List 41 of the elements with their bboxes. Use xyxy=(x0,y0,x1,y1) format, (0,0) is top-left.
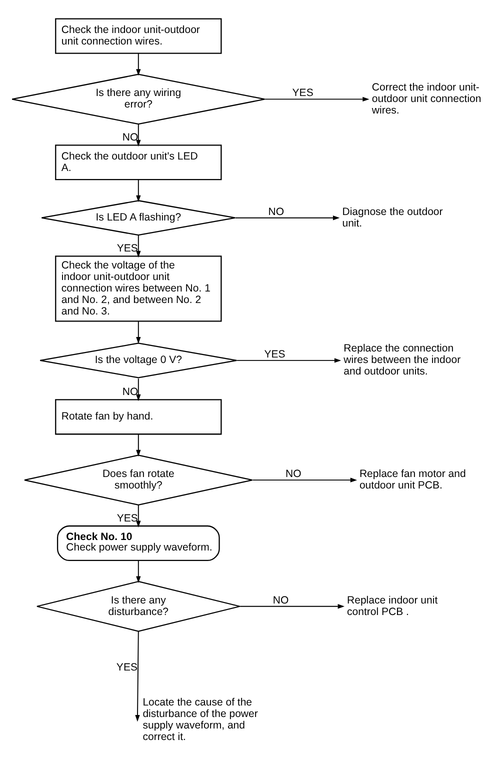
arrow xyxy=(234,215,340,220)
node-box: Check the outdoor unit's LED A. xyxy=(55,144,222,180)
edge-label: NO xyxy=(122,386,138,398)
edge-label: YES xyxy=(116,660,138,673)
arrow xyxy=(252,477,358,482)
node-diamond: Is there any wiring error? xyxy=(12,73,266,124)
arrow xyxy=(264,96,370,102)
node-text: Replace fan motor and outdoor unit PCB. xyxy=(359,468,466,491)
arrow xyxy=(240,604,345,608)
edge-label: NO xyxy=(268,205,284,218)
arrow xyxy=(136,504,141,527)
arrow xyxy=(136,559,141,582)
arrow xyxy=(136,123,141,146)
node-text: Replace indoor unit control PCB . xyxy=(347,594,438,618)
edge-label: YES xyxy=(116,512,138,524)
node-box: Check No. 10 Check power supply waveform. xyxy=(56,524,220,561)
arrow xyxy=(136,433,141,456)
node-text: Replace the connection wires between the indoor and outdoor units. xyxy=(344,342,461,378)
node-diamond: Is the voltage 0 V? xyxy=(40,342,238,378)
arrow xyxy=(136,378,141,401)
node-diamond: Is LED A flashing? xyxy=(41,200,236,236)
arrow xyxy=(135,630,140,722)
node-diamond: Does fan rotate smoothly? xyxy=(24,454,253,506)
node-text: Locate the cause of the disturbance of the power supply waveform, and correct it. xyxy=(142,696,258,743)
arrow xyxy=(136,234,141,258)
node-box: Check the indoor unit-outdoor unit connection wires. xyxy=(55,18,222,54)
edge-label: YES xyxy=(264,348,286,360)
edge-label: NO xyxy=(272,594,289,606)
node-box: Rotate fan by hand. xyxy=(55,398,222,434)
edge-label: NO xyxy=(122,131,138,144)
edge-label: YES xyxy=(292,86,314,99)
node-text: Correct the indoor unit-outdoor unit connection wires. xyxy=(372,80,482,116)
arrow xyxy=(236,358,342,362)
arrow xyxy=(136,320,141,344)
node-text: Diagnose the outdoor unit. xyxy=(342,205,443,229)
edge-label: NO xyxy=(286,468,302,480)
edge-label: YES xyxy=(116,242,138,254)
arrow xyxy=(136,52,141,76)
node-diamond: Is there any disturbance? xyxy=(36,580,240,632)
node-box: Check the voltage of the indoor unit-outdoor unit connection wires between No. 1 and No. 2, and between No. 2 and No. 3. xyxy=(55,255,222,322)
arrow xyxy=(136,178,141,202)
